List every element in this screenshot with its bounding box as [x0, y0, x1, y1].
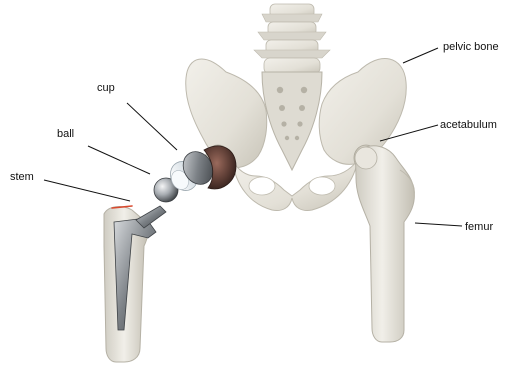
leader-ball [88, 146, 150, 174]
label-acetabulum: acetabulum [440, 119, 497, 131]
lumbar-spine-icon [254, 4, 330, 74]
label-ball: ball [57, 128, 74, 140]
leader-cup [127, 103, 177, 150]
label-stem: stem [10, 171, 34, 183]
leader-stem [44, 180, 130, 201]
label-cup: cup [97, 82, 115, 94]
leader-femur [415, 223, 462, 226]
hip-implant-icon [104, 146, 236, 362]
femur-icon [355, 146, 414, 342]
leader-pelvic-bone [403, 48, 438, 63]
label-pelvic-bone: pelvic bone [443, 41, 499, 53]
label-femur: femur [465, 221, 493, 233]
